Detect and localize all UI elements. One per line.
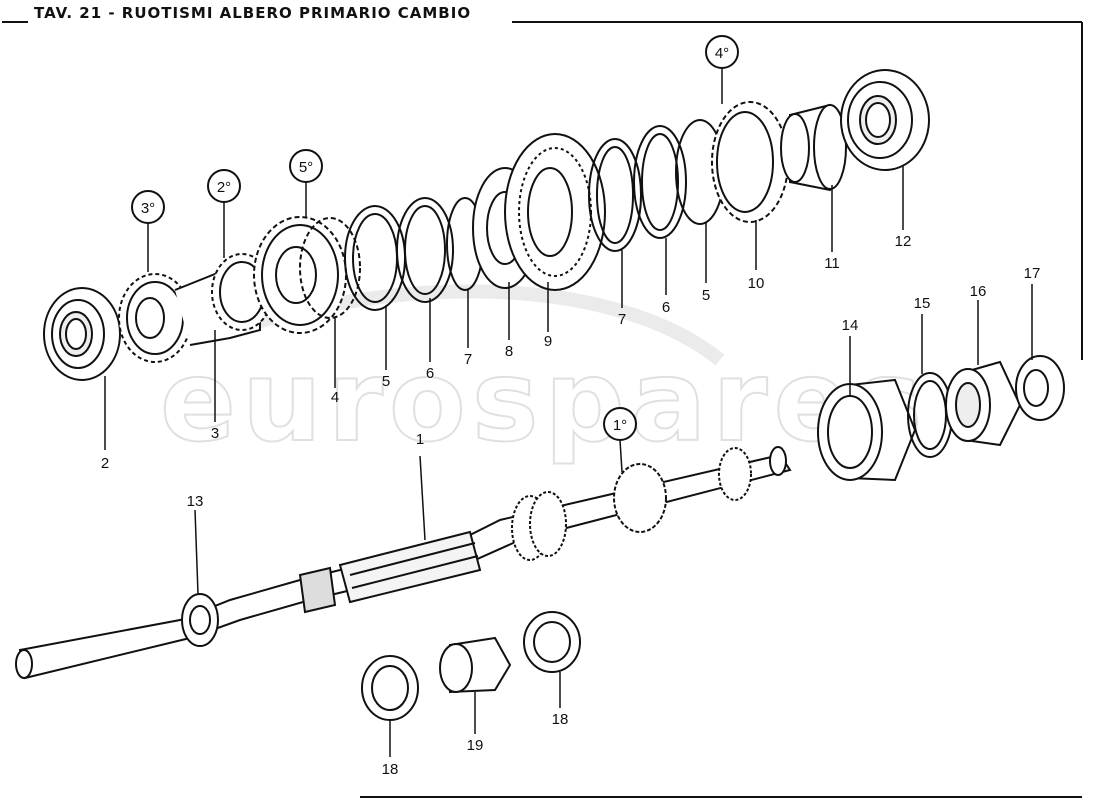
watermark-text: eurospares: [160, 337, 928, 467]
part-10-gear: [711, 101, 789, 223]
part-label-18-right: 18: [552, 711, 569, 728]
part-16-bearing: [945, 360, 1022, 447]
part-label-5-right: 5: [702, 287, 710, 304]
part-label-3: 3: [211, 425, 219, 442]
parts-7-6-5-rings-right: [588, 119, 725, 252]
part-label-19: 19: [467, 737, 484, 754]
gear-callout-4th-text: 4°: [715, 45, 729, 62]
part-label-10: 10: [748, 275, 765, 292]
part-label-4: 4: [331, 389, 339, 406]
part-label-8: 8: [505, 343, 513, 360]
part-4-gear: [253, 216, 361, 334]
gear-callout-3rd: 3°: [131, 190, 165, 224]
part-label-2: 2: [101, 455, 109, 472]
part-1-main-shaft: [15, 446, 792, 680]
part-label-7-left: 7: [464, 351, 472, 368]
part-label-6-right: 6: [662, 299, 670, 316]
gear-callout-5th: 5°: [289, 149, 323, 183]
part-label-13: 13: [187, 493, 204, 510]
parts-5-6-7-rings: [344, 197, 484, 311]
parts-8-9-synchro: [472, 133, 606, 291]
diagram-title: TAV. 21 - RUOTISMI ALBERO PRIMARIO CAMBI…: [30, 4, 476, 22]
gear-callout-3rd-text: 3°: [141, 200, 155, 217]
part-label-5-left: 5: [382, 373, 390, 390]
part-labels: 2 3 4 5 6 7 8 9 7 6 5 10 11 12 1 13 14 1…: [101, 233, 1041, 778]
upper-assembly: [43, 69, 930, 381]
part-19-bushing: [439, 636, 512, 694]
right-group-14-17: [817, 355, 1065, 482]
part-2-bearing: [43, 287, 121, 381]
part-label-9: 9: [544, 333, 552, 350]
part-label-15: 15: [914, 295, 931, 312]
gear-callout-1st-text: 1°: [613, 417, 627, 434]
part-label-6-left: 6: [426, 365, 434, 382]
part-label-7-right: 7: [618, 311, 626, 328]
gear-callout-5th-text: 5°: [299, 159, 313, 176]
part-15-ring: [907, 372, 953, 458]
gear-callouts: 3° 2° 5° 4° 1°: [131, 35, 739, 441]
part-14-sleeve: [817, 378, 917, 482]
part-17-nut: [1015, 355, 1065, 421]
part-12-bearing: [840, 69, 930, 171]
part-18-needle-bearing-left: [361, 655, 419, 721]
part-label-17: 17: [1024, 265, 1041, 282]
gear-callout-2nd: 2°: [207, 169, 241, 203]
part-label-16: 16: [970, 283, 987, 300]
gear-callout-2nd-text: 2°: [217, 179, 231, 196]
part-11-bushing: [780, 103, 847, 192]
part-label-14: 14: [842, 317, 859, 334]
part-label-18-left: 18: [382, 761, 399, 778]
part-label-11: 11: [824, 255, 840, 272]
leader-lines: [104, 68, 1033, 757]
gear-callout-1st: 1°: [603, 407, 637, 441]
gear-callout-4th: 4°: [705, 35, 739, 69]
bottom-bearings: [361, 611, 581, 721]
part-18-needle-bearing-right: [523, 611, 581, 673]
frame: [2, 21, 1083, 798]
part-label-12: 12: [895, 233, 912, 250]
part-label-1: 1: [416, 431, 424, 448]
